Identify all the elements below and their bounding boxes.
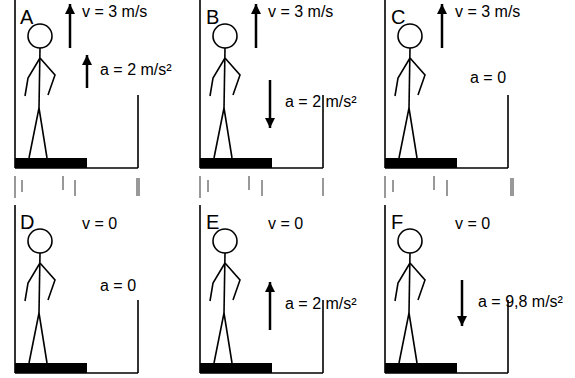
acceleration-label: a = 9,8 m/s² bbox=[478, 294, 563, 310]
panel-letter: B bbox=[206, 7, 219, 27]
velocity-label: v = 3 m/s bbox=[82, 4, 147, 20]
acceleration-label: a = 2 m/s² bbox=[285, 296, 357, 312]
velocity-label: v = 3 m/s bbox=[455, 4, 520, 20]
panel-letter: A bbox=[20, 7, 33, 27]
acceleration-label: a = 0 bbox=[470, 70, 506, 86]
velocity-label: v = 0 bbox=[82, 216, 117, 232]
velocity-label: v = 0 bbox=[268, 216, 303, 232]
velocity-label: v = 0 bbox=[455, 216, 490, 232]
acceleration-label: a = 0 bbox=[100, 278, 136, 294]
acceleration-label: a = 2 m/s² bbox=[100, 62, 172, 78]
panel-letter: D bbox=[20, 212, 34, 232]
acceleration-label: a = 2 m/s² bbox=[285, 94, 357, 110]
velocity-label: v = 3 m/s bbox=[268, 4, 333, 20]
panel-letter: E bbox=[206, 212, 219, 232]
panel-letter: F bbox=[391, 212, 403, 232]
panel-letter: C bbox=[391, 7, 405, 27]
